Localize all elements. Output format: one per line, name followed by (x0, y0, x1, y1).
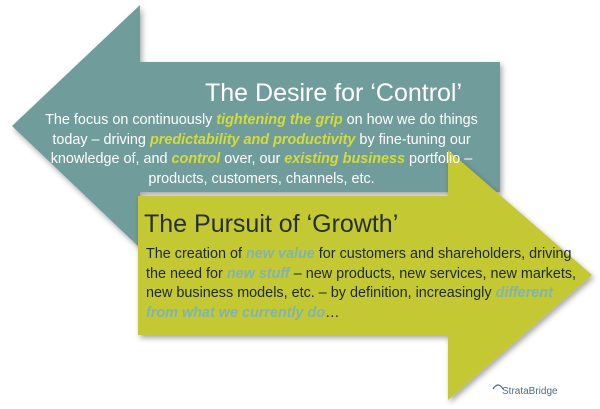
highlight-phrase: predictability and productivity (149, 131, 356, 148)
body-text-segment: over, our (220, 151, 285, 167)
body-text-segment: … (325, 304, 340, 321)
body-text-segment: – new products, new services, new market… (146, 265, 577, 302)
body-text-segment: The focus on continuously (45, 112, 217, 128)
highlight-phrase: new value (246, 246, 315, 262)
highlight-phrase: tightening the grip (216, 112, 343, 128)
control-arrow (12, 5, 500, 248)
control-body: The focus on continuously tightening the… (34, 111, 489, 189)
control-title: The Desire for ‘Control’ (205, 79, 463, 107)
stratabridge-logo-icon (492, 384, 504, 390)
highlight-phrase: existing business (284, 151, 406, 167)
body-text-segment: portfolio – products, customers, channel… (148, 151, 473, 187)
growth-body: The creation of new value for customers … (146, 245, 586, 323)
body-text-segment: The creation of (146, 246, 246, 262)
highlight-phrase: different from what we currently do (146, 285, 553, 321)
body-text-segment: on how we do things today – driving (52, 112, 478, 148)
body-text-segment: for customers and shareholders, driving … (146, 246, 572, 282)
growth-arrow (138, 150, 592, 400)
highlight-phrase: control (171, 151, 221, 167)
growth-title: The Pursuit of ‘Growth’ (144, 210, 399, 238)
stratabridge-logo: StrataBridge (502, 386, 558, 397)
highlight-phrase: new stuff (226, 265, 290, 282)
body-text-segment: by fine-tuning our knowledge of, and (50, 131, 471, 168)
